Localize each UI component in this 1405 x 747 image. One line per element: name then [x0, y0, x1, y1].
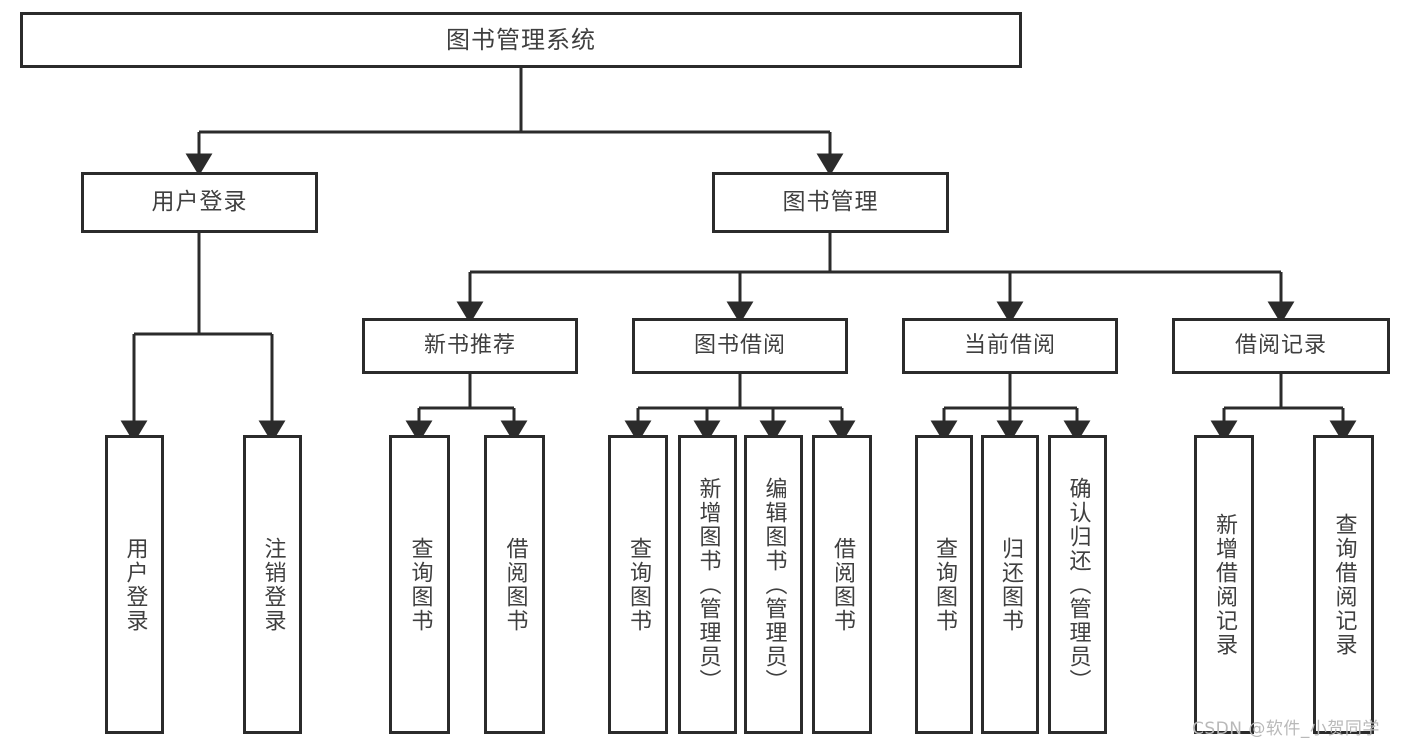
- node-label: 查询图书: [407, 536, 433, 633]
- node-leaf-edit-book[interactable]: 编辑图书（管理员）: [744, 435, 803, 734]
- node-root-system[interactable]: 图书管理系统: [20, 12, 1022, 68]
- node-leaf-query-book-2[interactable]: 查询图书: [608, 435, 668, 734]
- node-label: 确认归还（管理员）: [1065, 476, 1091, 693]
- node-label: 用户登录: [151, 188, 248, 215]
- node-label: 图书管理: [782, 188, 879, 215]
- node-current-borrow[interactable]: 当前借阅: [902, 318, 1118, 374]
- node-new-book-recommend[interactable]: 新书推荐: [362, 318, 578, 374]
- node-leaf-logout[interactable]: 注销登录: [243, 435, 302, 734]
- node-label: 图书管理系统: [446, 25, 596, 54]
- node-label: 借阅图书: [502, 536, 528, 633]
- node-label: 归还图书: [997, 536, 1023, 633]
- node-label: 查询图书: [625, 536, 651, 633]
- node-book-borrow[interactable]: 图书借阅: [632, 318, 848, 374]
- node-leaf-return-book[interactable]: 归还图书: [981, 435, 1039, 734]
- node-leaf-confirm-return[interactable]: 确认归还（管理员）: [1048, 435, 1107, 734]
- node-leaf-add-record[interactable]: 新增借阅记录: [1194, 435, 1254, 734]
- node-borrow-record[interactable]: 借阅记录: [1172, 318, 1390, 374]
- node-leaf-login[interactable]: 用户登录: [105, 435, 164, 734]
- node-leaf-borrow-book-1[interactable]: 借阅图书: [484, 435, 545, 734]
- watermark-text: CSDN @软件_小贺同学: [1192, 719, 1380, 739]
- node-label: 编辑图书（管理员）: [761, 476, 787, 693]
- node-label: 图书借阅: [693, 333, 786, 359]
- node-user-login[interactable]: 用户登录: [81, 172, 318, 233]
- node-leaf-query-record[interactable]: 查询借阅记录: [1313, 435, 1374, 734]
- node-label: 用户登录: [122, 536, 148, 633]
- node-leaf-add-book[interactable]: 新增图书（管理员）: [678, 435, 737, 734]
- node-label: 新增图书（管理员）: [695, 476, 721, 693]
- node-leaf-borrow-book-2[interactable]: 借阅图书: [812, 435, 872, 734]
- node-label: 注销登录: [260, 536, 286, 633]
- node-label: 查询图书: [931, 536, 957, 633]
- node-book-manage[interactable]: 图书管理: [712, 172, 949, 233]
- node-label: 查询借阅记录: [1331, 512, 1357, 657]
- node-label: 借阅记录: [1234, 333, 1327, 359]
- node-leaf-query-book-1[interactable]: 查询图书: [389, 435, 450, 734]
- node-label: 新增借阅记录: [1211, 512, 1237, 657]
- node-leaf-query-book-3[interactable]: 查询图书: [915, 435, 973, 734]
- node-label: 借阅图书: [829, 536, 855, 633]
- node-label: 新书推荐: [423, 333, 516, 359]
- node-label: 当前借阅: [963, 333, 1056, 359]
